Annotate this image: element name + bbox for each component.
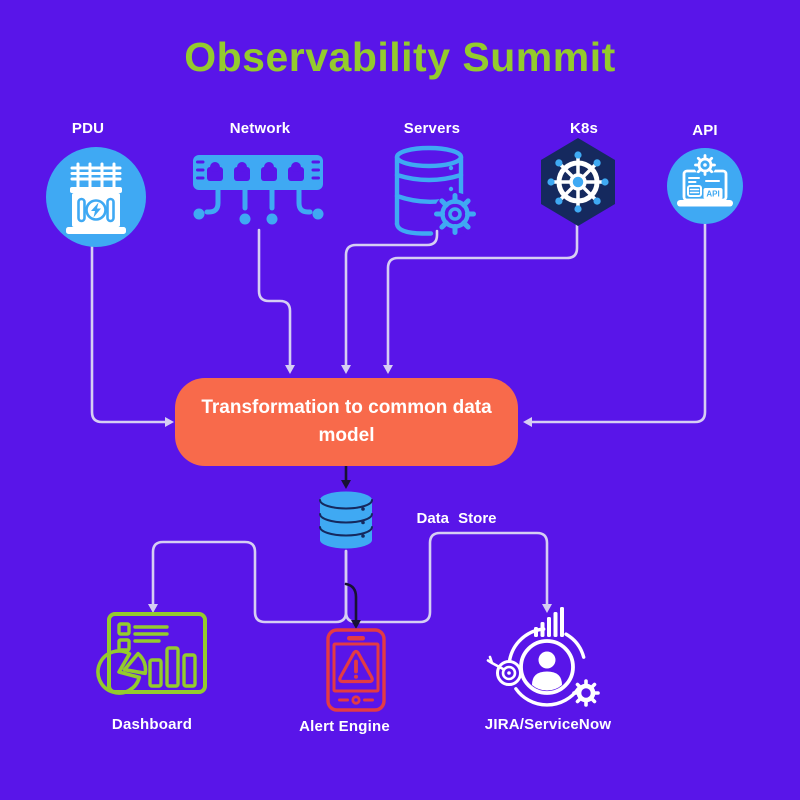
label-datastore: Data Store bbox=[416, 510, 497, 527]
connector-datastore-to-jira bbox=[344, 531, 552, 624]
pie-chart-icon bbox=[96, 649, 142, 695]
connector-servers-to-transform bbox=[341, 229, 439, 374]
connector-network-to-transform bbox=[257, 228, 295, 374]
database-gear-icon bbox=[394, 145, 477, 236]
connector-datastore-to-alert-engine bbox=[344, 582, 361, 629]
user-circle-icon bbox=[519, 639, 575, 695]
gear-icon bbox=[694, 154, 716, 176]
label-network: Network bbox=[229, 120, 291, 137]
label-servers: Servers bbox=[403, 120, 461, 137]
pdu-icon bbox=[46, 147, 146, 247]
network-switch-icon bbox=[193, 155, 324, 225]
connector-transform-to-datastore bbox=[341, 464, 351, 489]
connector-datastore-to-dashboard bbox=[148, 540, 348, 624]
transform-node: Transformation to common data model bbox=[175, 378, 518, 466]
label-dashboard: Dashboard bbox=[111, 716, 193, 733]
bar-chart-icon bbox=[148, 658, 163, 688]
connector-api-to-transform bbox=[523, 222, 707, 427]
jira-servicenow-icon bbox=[486, 607, 600, 707]
target-icon bbox=[486, 655, 522, 686]
alert-phone-icon bbox=[326, 628, 386, 712]
gear-icon bbox=[572, 679, 600, 707]
api-badge-text: API bbox=[706, 190, 719, 199]
api-laptop-icon: API bbox=[667, 148, 743, 224]
connector-pdu-to-transform bbox=[90, 244, 174, 427]
growth-bars-icon bbox=[534, 607, 564, 637]
warning-triangle-icon bbox=[338, 649, 374, 684]
connector-k8s-to-transform bbox=[383, 222, 579, 374]
dashboard-icon bbox=[96, 612, 207, 695]
page-title: Observability Summit bbox=[184, 34, 616, 80]
label-alert-engine: Alert Engine bbox=[299, 718, 390, 735]
label-api: API bbox=[692, 122, 718, 139]
datastore-icon bbox=[319, 491, 373, 549]
label-jira-servicenow: JIRA/ServiceNow bbox=[484, 716, 612, 733]
kubernetes-icon bbox=[541, 138, 615, 226]
lightning-bolt-icon bbox=[91, 202, 101, 218]
transform-node-label: Transformation to common data model bbox=[201, 397, 492, 446]
label-k8s: K8s bbox=[569, 120, 599, 137]
label-pdu: PDU bbox=[71, 120, 105, 137]
